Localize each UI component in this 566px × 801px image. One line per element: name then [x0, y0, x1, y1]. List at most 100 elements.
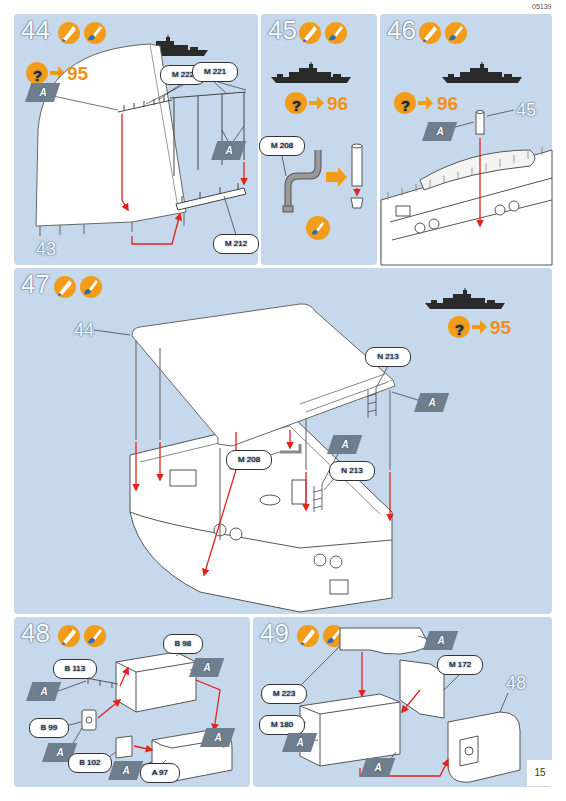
- boat-hull: [130, 416, 392, 612]
- leader-lines: [296, 636, 508, 765]
- step-panel: 48B 113B 98AAB 99AB 102AA 97A: [14, 617, 250, 787]
- glue-tag: A: [211, 141, 246, 160]
- canopy-assembly: [132, 304, 395, 446]
- step-number: 44: [14, 14, 258, 46]
- part-number: A: [33, 683, 54, 700]
- reference-icon: ?: [285, 92, 307, 114]
- part-callout: B 113: [53, 659, 97, 679]
- glue-tag: A: [189, 658, 224, 677]
- assembly-arrows: [136, 430, 390, 575]
- part-number: A: [289, 734, 310, 751]
- part-number: N 213: [370, 349, 405, 365]
- glue-tag: A: [282, 733, 317, 752]
- pipe-part: [282, 144, 363, 240]
- page-reference: 95: [67, 64, 88, 83]
- part-number: 45: [516, 101, 536, 119]
- part-number: A: [196, 659, 217, 676]
- part-number: B 102: [73, 755, 108, 771]
- reference-icon: ?: [26, 62, 48, 84]
- deck-rail-posts: [388, 147, 542, 200]
- part-number: M 212: [218, 236, 254, 252]
- part-number: B 113: [58, 661, 92, 677]
- part-number: ?: [448, 316, 470, 344]
- reference-icon: ?: [448, 316, 470, 338]
- glue-tag: A: [25, 83, 60, 102]
- glue-tag: A: [26, 682, 61, 701]
- part-callout: M 180: [259, 715, 305, 735]
- step-panel: 44?M 222M 221AAM 212: [14, 14, 258, 265]
- step-number: 46: [380, 14, 552, 46]
- part-number: A: [32, 84, 53, 101]
- box-parts-49: [300, 628, 520, 782]
- part-callout: A 97: [140, 763, 180, 783]
- reference-icon: ?: [394, 92, 416, 114]
- step-number: 47: [14, 268, 552, 300]
- leader-lines: [451, 110, 514, 128]
- part-callout: B 102: [68, 753, 113, 773]
- glue-tag: A: [423, 631, 458, 650]
- page-number: 15: [527, 760, 553, 786]
- part-number: M 172: [442, 657, 478, 673]
- part-callout: M 208: [259, 136, 305, 156]
- part-number: A: [430, 632, 451, 649]
- part-number: A: [367, 759, 388, 776]
- step-number: 49: [253, 617, 552, 649]
- part-number: A: [218, 142, 239, 159]
- step-panel: 45? M 208: [261, 14, 377, 265]
- part-callout: M 208: [226, 450, 272, 470]
- glue-tag: A: [327, 435, 362, 454]
- part-number: M 180: [264, 717, 300, 733]
- step-panel: 49M 223AM 172M 180AA: [253, 617, 552, 787]
- page-number-box: 15: [527, 760, 553, 786]
- assembly-arrows: [98, 668, 220, 750]
- step-panels: [14, 14, 552, 787]
- part-number: A: [115, 762, 136, 779]
- step-panel: 47?N 213AAM 208N 213: [14, 268, 552, 614]
- leader-lines: [53, 651, 224, 768]
- page-reference: 95: [490, 318, 511, 337]
- part-callout: N 213: [365, 347, 410, 367]
- part-number: M 223: [266, 686, 302, 702]
- part-number: 48: [506, 674, 526, 692]
- part-number: A: [49, 744, 70, 761]
- part-number: A 97: [145, 765, 175, 781]
- step-number: 45: [261, 14, 377, 46]
- part-number: 44: [74, 321, 94, 339]
- part-callout: M 212: [213, 234, 259, 254]
- part-number: 43: [36, 240, 56, 258]
- part-callout: B 98: [163, 634, 203, 654]
- assembly-arrow: [479, 138, 480, 226]
- part-callout: M 221: [192, 62, 238, 82]
- glue-tag: A: [108, 761, 143, 780]
- part-number: M 221: [197, 64, 233, 80]
- part-number: A: [334, 436, 355, 453]
- page-reference: 96: [437, 94, 458, 113]
- step-number: 48: [14, 617, 250, 649]
- ladder-parts: [280, 388, 376, 512]
- part-callout: M 223: [261, 684, 307, 704]
- leader-lines: [94, 330, 424, 490]
- assembly-arrows: [360, 652, 448, 776]
- part-number: ?: [285, 92, 307, 120]
- part-number: B 99: [34, 720, 64, 736]
- catalogue-number: 05139: [532, 3, 551, 10]
- canopy-legs: [136, 340, 390, 540]
- part-callout: B 99: [29, 718, 69, 738]
- part-number: B 98: [168, 636, 198, 652]
- part-callout: M 172: [437, 655, 483, 675]
- glue-tag: A: [414, 393, 449, 412]
- leader-lines: [53, 82, 246, 235]
- step-panel: 46?A: [380, 14, 552, 265]
- assembly-arrows: [122, 114, 244, 244]
- page-reference: 96: [327, 94, 348, 113]
- part-number: ?: [394, 92, 416, 120]
- deck-detail: [381, 111, 552, 266]
- part-number: M 208: [264, 138, 300, 154]
- part-callout: N 213: [329, 461, 374, 481]
- rail-parts: [118, 92, 246, 210]
- part-number: N 213: [334, 463, 369, 479]
- part-number: A: [207, 729, 228, 746]
